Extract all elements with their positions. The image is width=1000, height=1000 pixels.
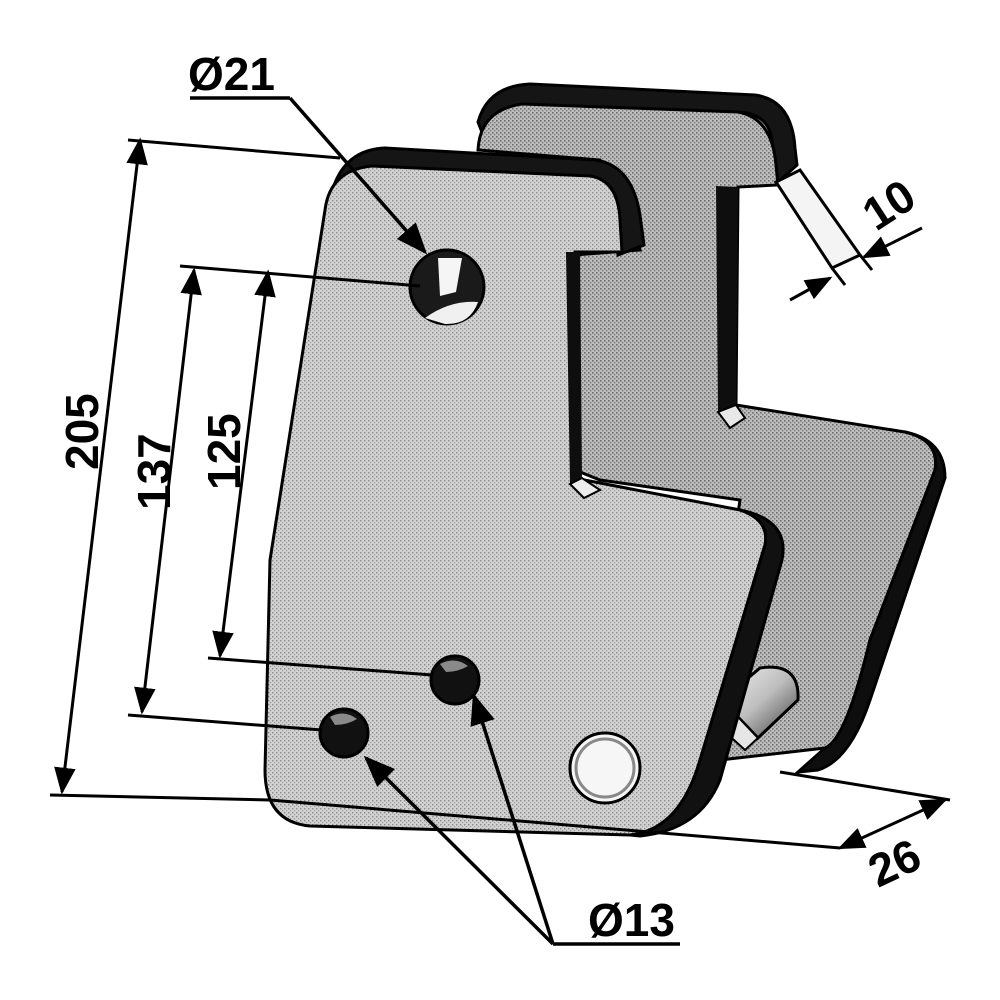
label-10: 10 [853,169,924,240]
hole-bottom [568,731,642,805]
label-125: 125 [198,413,250,490]
label-26: 26 [860,828,928,897]
label-205: 205 [56,393,108,470]
hole-small-lower [318,707,370,759]
back-plate [476,82,947,774]
label-137: 137 [128,433,180,510]
hole-small-upper [429,654,481,706]
dimension-205: 205 [49,137,341,802]
dimension-125: 125 [198,269,433,677]
label-diameter-13: Ø13 [588,894,675,946]
callout-diameter-13: Ø13 [363,692,680,946]
front-plate [263,146,785,838]
thickness-edge [773,168,863,270]
hole-top [408,248,486,326]
label-diameter-21: Ø21 [188,48,275,100]
callout-diameter-21: Ø21 [188,48,428,255]
dimension-137: 137 [127,264,421,732]
